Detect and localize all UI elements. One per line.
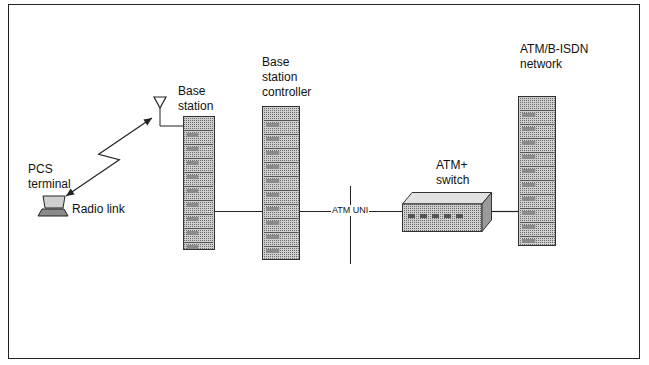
equipment-node: ATM/B-ISDN network	[518, 96, 556, 246]
rack-divider	[520, 110, 554, 111]
switch-side	[482, 193, 492, 232]
link-label: ATM UNI	[331, 205, 369, 216]
rack-slot	[522, 127, 535, 131]
rack-divider	[520, 222, 554, 223]
rack-slot	[266, 151, 279, 155]
node-label: Base station	[178, 84, 234, 114]
rack-divider	[185, 172, 213, 173]
laptop-screen	[43, 196, 65, 208]
rack-divider	[264, 246, 298, 247]
rack-slot	[266, 221, 279, 225]
rack-divider	[185, 214, 213, 215]
rack-divider	[520, 208, 554, 209]
rack-slot	[266, 165, 279, 169]
rack-divider	[264, 162, 298, 163]
radio-link	[66, 118, 152, 196]
connector-path	[215, 211, 262, 212]
rack-slot	[187, 203, 198, 207]
tower-body	[263, 107, 300, 260]
switch-port	[408, 214, 415, 218]
link-line	[492, 211, 518, 212]
rack-slot	[522, 225, 535, 229]
rack-divider	[520, 166, 554, 167]
rack-divider	[520, 152, 554, 153]
rack-slot	[266, 137, 279, 141]
rack-divider	[185, 186, 213, 187]
rack-slot	[187, 245, 198, 249]
switch-port	[432, 214, 439, 218]
rack-slot	[266, 249, 279, 253]
rack-slot	[522, 239, 535, 243]
rack-divider	[264, 120, 298, 121]
rack-divider	[264, 176, 298, 177]
rack-slot	[187, 175, 198, 179]
rack-slot	[187, 217, 198, 221]
rack-divider	[264, 148, 298, 149]
frame-border	[9, 5, 640, 359]
arrowhead	[143, 118, 152, 125]
rack-slot	[187, 231, 198, 235]
laptop-shape	[38, 196, 68, 216]
uni-boundary-line	[350, 186, 351, 264]
rack-divider	[185, 130, 213, 131]
rack-divider	[264, 134, 298, 135]
node-label: PCS terminal	[28, 162, 84, 192]
rack-slot	[522, 155, 535, 159]
switch-shape	[402, 192, 492, 232]
connector-path	[492, 211, 518, 212]
rack-divider	[520, 124, 554, 125]
laptop-base	[38, 209, 68, 216]
rack-divider	[264, 218, 298, 219]
rack-divider	[264, 232, 298, 233]
rack-divider	[520, 180, 554, 181]
tower-body	[184, 117, 215, 250]
rack-divider	[185, 228, 213, 229]
switch-node: ATM+ switch	[402, 192, 492, 232]
equipment-node: Base station	[152, 96, 215, 250]
rack-divider	[520, 236, 554, 237]
rack-slot	[266, 179, 279, 183]
rack-divider	[185, 144, 213, 145]
rack-divider	[520, 138, 554, 139]
rack-slot	[187, 133, 198, 137]
equipment-node: Base station controller	[262, 106, 300, 260]
node-label: ATM/B-ISDN network	[520, 42, 610, 72]
tower-body	[519, 97, 556, 246]
rack-slot	[266, 193, 279, 197]
rack-slot	[187, 147, 198, 151]
switch-top	[403, 193, 492, 205]
rack-slot	[522, 183, 535, 187]
rack-slot	[522, 141, 535, 145]
rack-divider	[520, 194, 554, 195]
rack-divider	[264, 190, 298, 191]
rack-slot	[522, 197, 535, 201]
rack-slot	[187, 161, 198, 165]
switch-front	[403, 204, 483, 232]
link-line	[215, 211, 262, 212]
switch-port	[456, 214, 463, 218]
rack-divider	[185, 242, 213, 243]
rack-slot	[522, 113, 535, 117]
connector-path	[66, 118, 152, 196]
node-label: Base station controller	[262, 55, 326, 100]
bs-shape	[152, 96, 215, 250]
rack-divider	[185, 200, 213, 201]
rack-slot	[187, 189, 198, 193]
rack-slot	[522, 169, 535, 173]
rack-slot	[266, 207, 279, 211]
rack-divider	[264, 204, 298, 205]
switch-port	[420, 214, 427, 218]
rack-slot	[266, 235, 279, 239]
rack-divider	[185, 158, 213, 159]
switch-port	[444, 214, 451, 218]
equipment-node: PCS terminal	[38, 196, 68, 216]
antenna-symbol	[154, 97, 166, 108]
tower-shape	[262, 106, 300, 260]
link-label: Radio link	[72, 202, 125, 216]
tower-shape	[518, 96, 556, 246]
rack-slot	[522, 211, 535, 215]
rack-slot	[266, 123, 279, 127]
node-label: ATM+ switch	[436, 158, 486, 188]
